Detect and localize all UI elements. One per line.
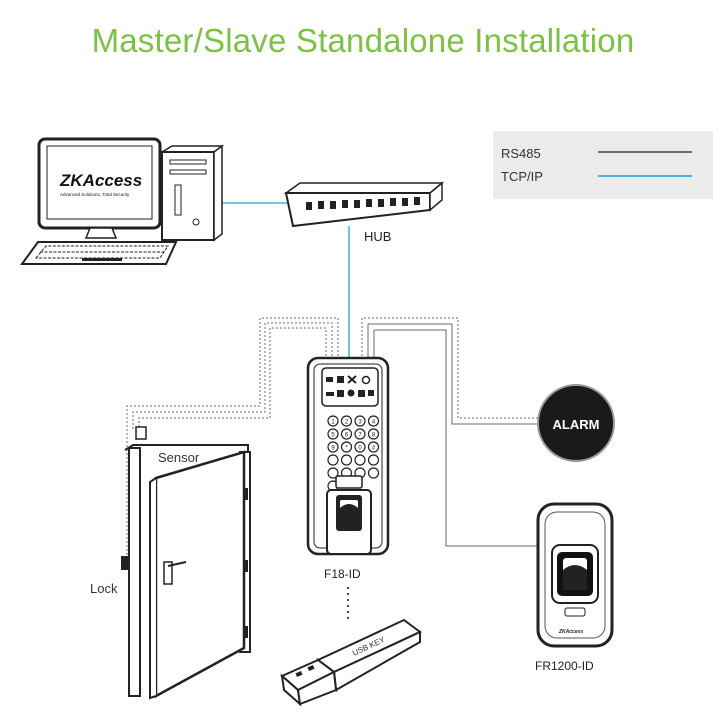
pc-tower	[161, 151, 215, 241]
page-title: Master/Slave Standalone Installation	[91, 22, 635, 59]
door-handle	[163, 561, 173, 585]
wire-to-alarm	[361, 317, 540, 425]
keypad-key	[367, 454, 380, 466]
legend-label-tcpip: TCP/IP	[501, 169, 543, 184]
keypad-key	[367, 415, 380, 427]
hub-label: HUB	[364, 229, 391, 244]
keypad-key	[354, 454, 366, 466]
terminal-screen	[321, 367, 379, 407]
wiring	[126, 317, 540, 620]
door-sensor	[135, 426, 147, 440]
keypad-key	[354, 441, 366, 453]
keypad-key	[340, 454, 353, 466]
door: Sensor Lock	[90, 426, 251, 700]
legend-label-rs485: RS485	[501, 146, 541, 161]
keypad-key	[367, 441, 380, 453]
keypad-key	[327, 454, 339, 466]
keypad-key	[354, 415, 366, 427]
door-lock	[121, 556, 129, 570]
keyboard	[20, 241, 178, 265]
keypad-key-label: 6	[345, 433, 349, 439]
keypad-key	[340, 441, 353, 453]
sensor-label: Sensor	[158, 450, 200, 465]
hub: HUB	[283, 181, 445, 244]
keypad-key-label: 7	[358, 433, 362, 439]
reader-label: FR1200-ID	[535, 659, 594, 673]
keypad-key-label: 1	[331, 420, 335, 426]
keypad-key	[327, 441, 339, 453]
alarm-label: ALARM	[553, 417, 600, 432]
keypad-key-label: 3	[358, 420, 362, 426]
legend: RS485 TCP/IP	[493, 131, 713, 199]
keypad-key	[367, 467, 380, 479]
fr1200-reader: ZKAccess FR1200-ID	[535, 502, 614, 673]
terminal-function-icons	[326, 375, 374, 397]
keypad-key	[340, 428, 353, 440]
monitor-screen	[46, 145, 153, 220]
keypad-key-label: 0	[358, 446, 362, 452]
monitor-logo: ZKAccess	[59, 171, 142, 190]
keypad-key	[327, 415, 339, 427]
usb-key: USB KEY	[280, 618, 422, 707]
rfid-icon	[564, 607, 586, 617]
monitor-tagline: Advanced Solutions, Total Security	[60, 192, 130, 197]
legend-background	[493, 131, 713, 199]
keypad-key-label: 9	[331, 446, 335, 452]
keypad-key-label: #	[372, 446, 376, 452]
keypad-key-label: 2	[345, 420, 349, 426]
terminal-label: F18-ID	[324, 567, 361, 581]
computer: ZKAccess Advanced Solutions, Total Secur…	[20, 137, 225, 265]
alarm-device: ALARM	[537, 384, 615, 462]
keypad-key	[340, 415, 353, 427]
f18-terminal: 1 2 3 4 5 6 7 8 9 * 0 # F18-ID	[306, 356, 390, 581]
keypad-key	[367, 428, 380, 440]
alarm-icon	[537, 384, 615, 462]
keypad-key	[327, 428, 339, 440]
keypad-key	[327, 467, 339, 479]
door-frame	[128, 447, 141, 697]
lock-label: Lock	[90, 581, 118, 596]
keypad-key-label: *	[345, 446, 348, 452]
reader-logo: ZKAccess	[558, 629, 583, 635]
keypad-key-label: 8	[372, 433, 376, 439]
monitor-stand	[84, 227, 118, 239]
keypad-key	[354, 428, 366, 440]
wire-to-door	[126, 317, 339, 562]
keypad-key-label: 4	[372, 420, 376, 426]
tcpip-cables	[218, 202, 350, 358]
keypad-key-label: 5	[331, 433, 335, 439]
wire-to-reader	[373, 329, 540, 547]
